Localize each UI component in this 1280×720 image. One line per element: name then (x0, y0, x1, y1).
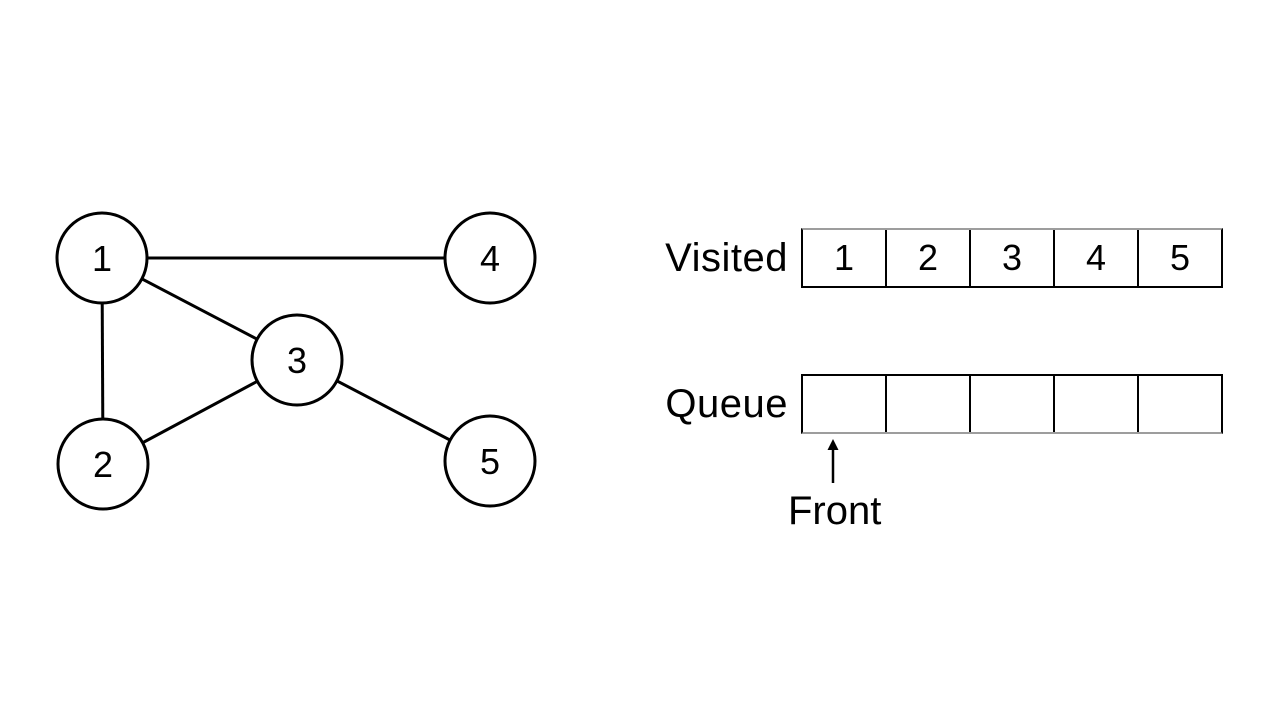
queue-cell-3 (1055, 376, 1139, 432)
queue-cell-4 (1139, 376, 1221, 432)
visited-cell-4: 5 (1169, 237, 1191, 278)
visited-label: Visited (665, 235, 788, 280)
visited-cell-1: 2 (887, 230, 971, 286)
node-circle-5 (443, 414, 537, 508)
node-label-4: 4 (480, 238, 500, 279)
queue-cell-0 (803, 376, 887, 432)
visited-cell-0: 1 (803, 230, 887, 286)
visited-array: 1 2 3 4 5 (801, 228, 1223, 288)
graph-canvas: 1 2 3 4 5 (55, 211, 537, 511)
node-circle-3 (250, 313, 344, 407)
visited-cell-3: 4 (1055, 230, 1139, 286)
node-label-3: 3 (287, 340, 307, 381)
queue-cell-1 (887, 376, 971, 432)
node-label-1: 1 (92, 238, 112, 279)
front-label: Front (788, 489, 882, 533)
queue-cell-2 (971, 376, 1055, 432)
node-circle-2 (56, 417, 150, 511)
node-label-5: 5 (480, 441, 500, 482)
queue-label: Queue (665, 381, 788, 426)
node-circle-1 (55, 211, 149, 305)
visited-cell-2: 3 (971, 230, 1055, 286)
node-label-2: 2 (93, 444, 113, 485)
up-arrow-icon (827, 439, 839, 483)
node-circle-4 (443, 211, 537, 305)
queue-array (801, 374, 1223, 434)
